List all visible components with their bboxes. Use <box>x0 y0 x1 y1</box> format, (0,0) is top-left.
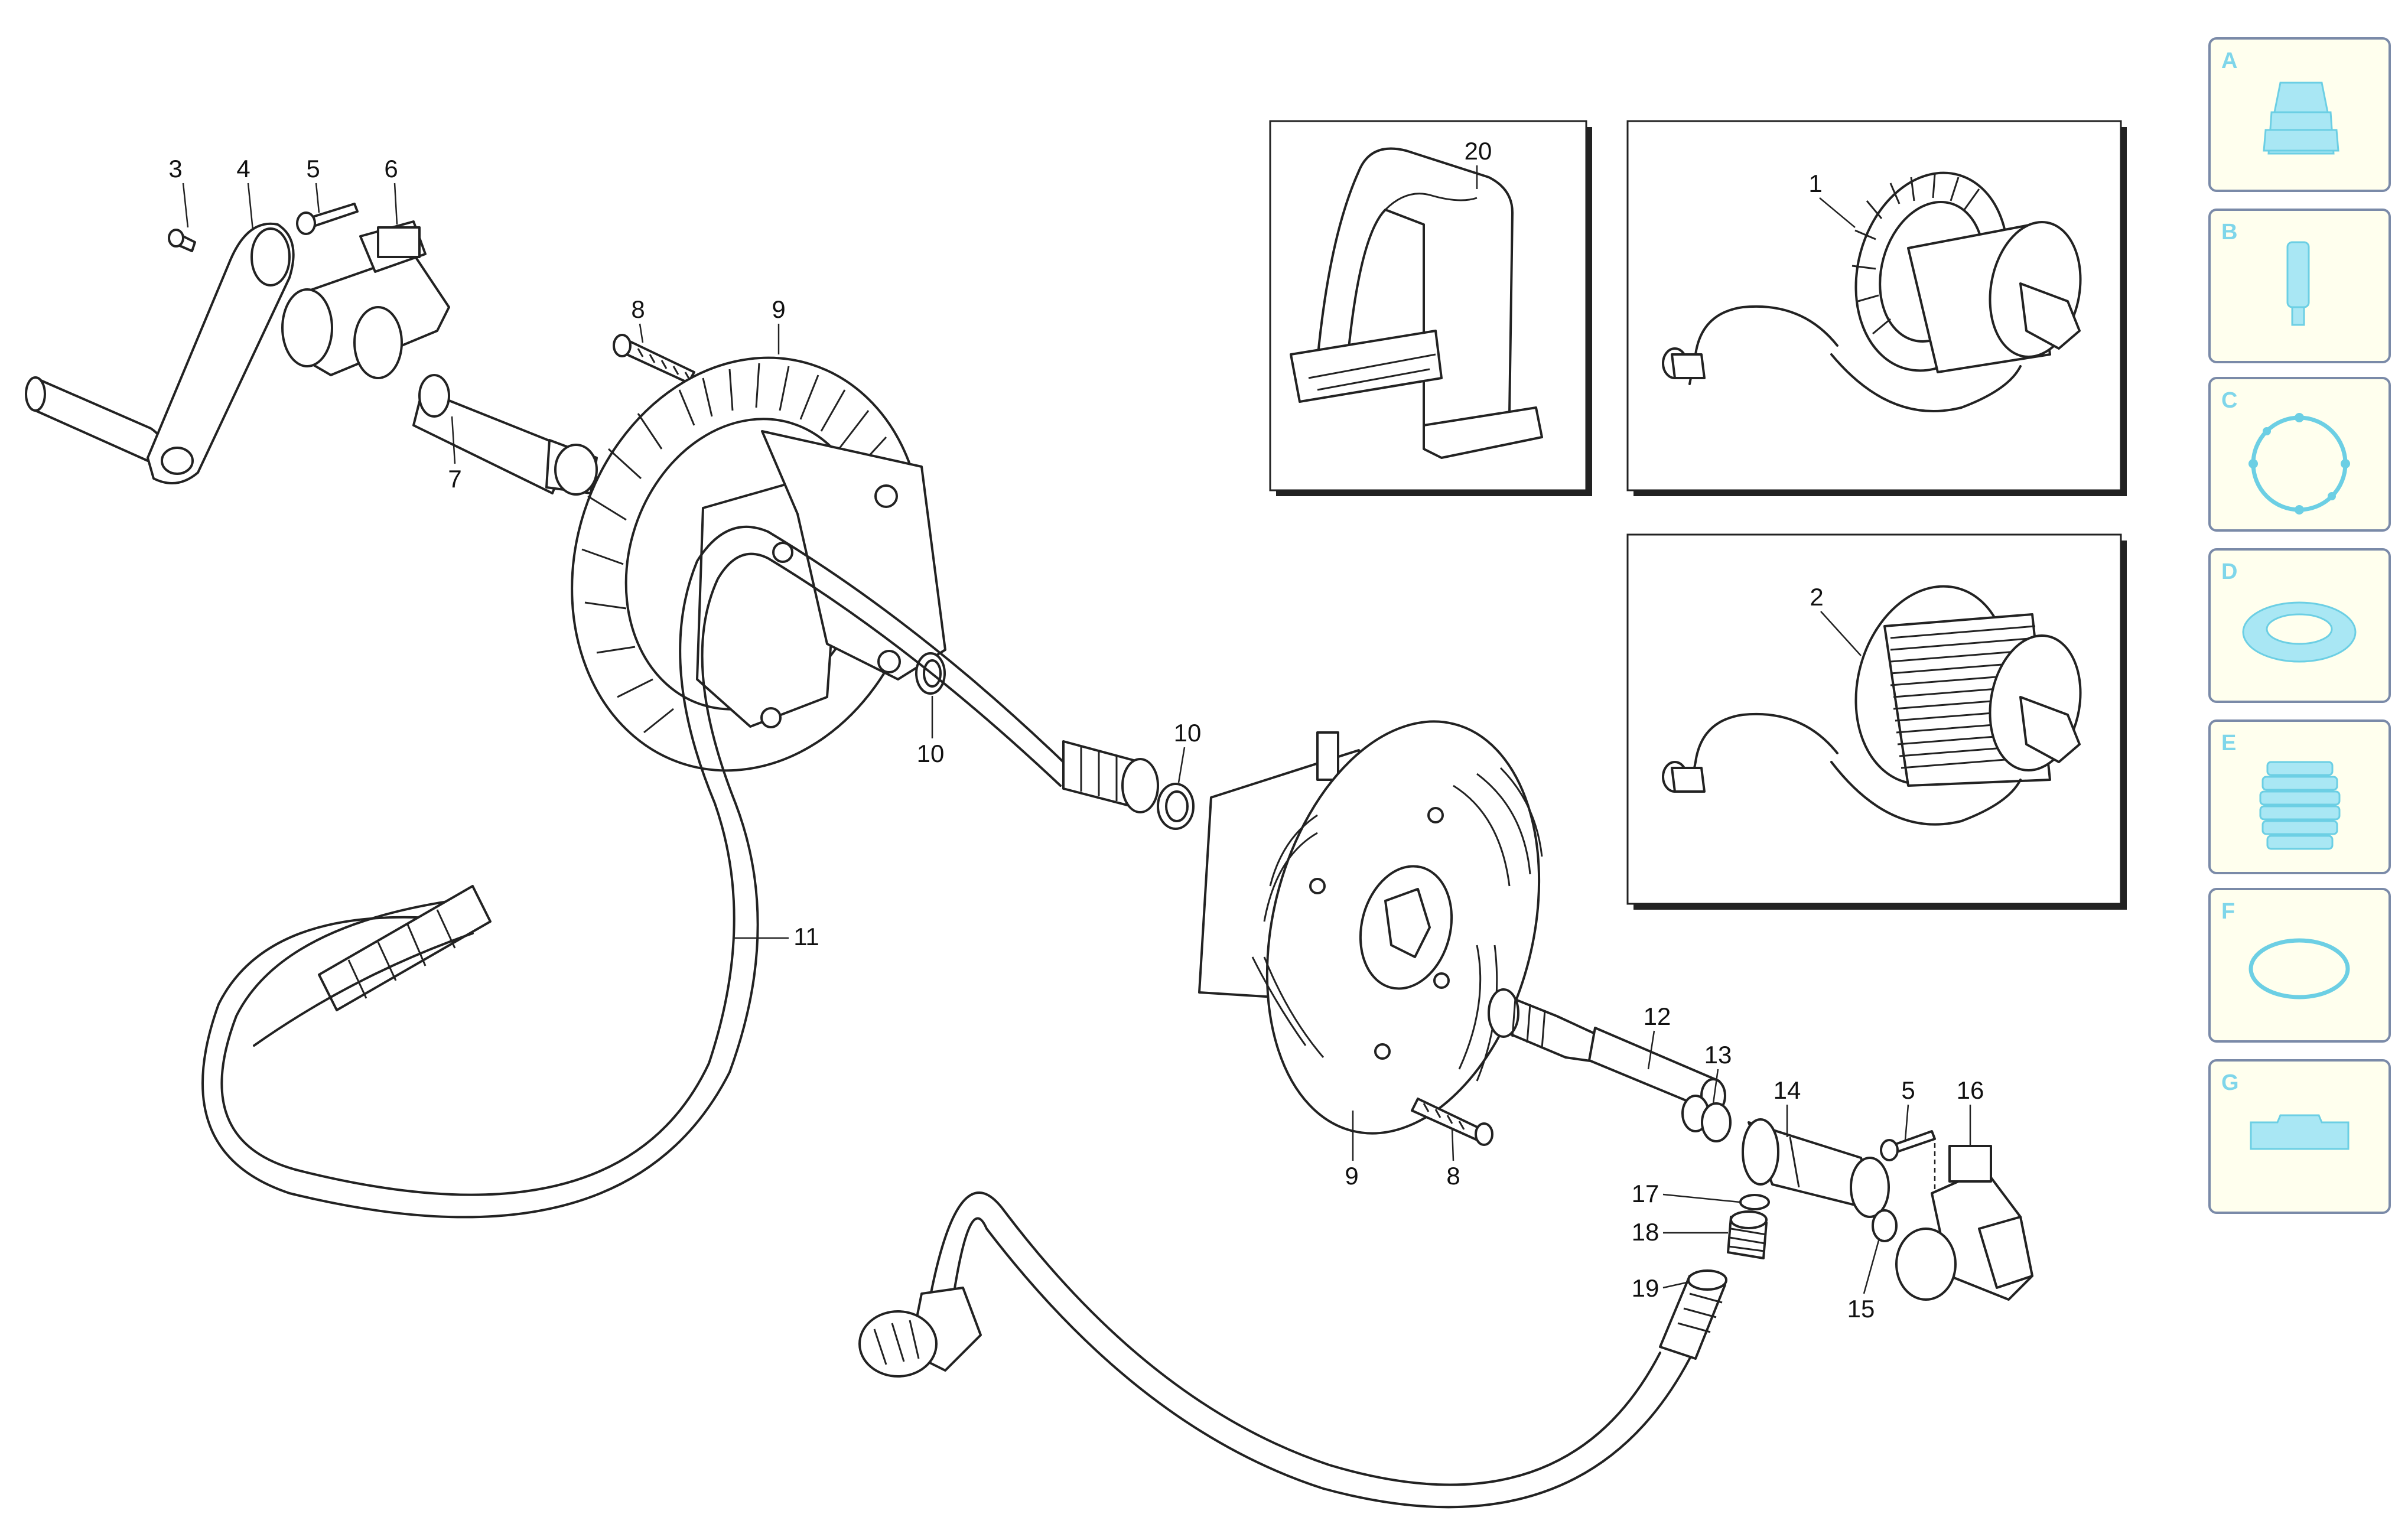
callout-11: 11 <box>793 923 819 950</box>
category-g-letter: G <box>2221 1070 2239 1095</box>
crank-handle[interactable] <box>25 222 295 484</box>
callout-8-top: 8 <box>631 295 645 323</box>
washer-part-10-right[interactable] <box>1157 783 1195 830</box>
category-a-button[interactable]: A <box>2208 37 2391 192</box>
clamp-bracket-bottom[interactable] <box>1895 1145 2033 1301</box>
callout-5-top: 5 <box>306 155 320 183</box>
category-g-button[interactable]: G <box>2208 1059 2391 1214</box>
connector-pipe[interactable] <box>1488 988 1726 1113</box>
category-a-letter: A <box>2221 48 2237 73</box>
callout-12: 12 <box>1644 1002 1671 1030</box>
category-sidebar: A B C <box>2208 37 2391 1214</box>
category-b-button[interactable]: B <box>2208 209 2391 363</box>
o-ring-icon <box>2248 938 2350 999</box>
clip-bar-icon <box>2250 1114 2350 1150</box>
callout-3: 3 <box>168 155 182 183</box>
wood-screw-bottom[interactable] <box>1411 1098 1493 1146</box>
callout-15: 15 <box>1847 1295 1875 1323</box>
category-d-button[interactable]: D <box>2208 548 2391 703</box>
category-c-button[interactable]: C <box>2208 377 2391 532</box>
ring-part-15[interactable] <box>1872 1209 1898 1242</box>
o-ring-part-13[interactable] <box>1681 1095 1732 1142</box>
callout-1: 1 <box>1808 170 1822 197</box>
callout-10-right: 10 <box>1174 719 1202 747</box>
callout-17: 17 <box>1632 1180 1659 1207</box>
callout-10-left: 10 <box>917 740 945 767</box>
wood-screw-top[interactable] <box>613 334 695 384</box>
callout-4: 4 <box>236 155 250 183</box>
callout-8-bottom: 8 <box>1446 1162 1460 1190</box>
screw-part-5-bottom[interactable] <box>1880 1130 1936 1193</box>
bellows-sleeve-icon <box>2259 761 2341 850</box>
fitting-cap-icon <box>2263 82 2339 155</box>
exploded-view: 3 4 5 6 7 8 9 10 10 11 12 13 14 <box>25 155 2033 1509</box>
callout-7: 7 <box>448 465 461 493</box>
category-d-letter: D <box>2221 559 2237 584</box>
flange-ring-icon <box>2248 413 2350 515</box>
callout-16: 16 <box>1957 1076 1984 1104</box>
inset-part-20[interactable]: 20 <box>1269 120 1592 496</box>
reel-drum-rear[interactable] <box>519 312 975 816</box>
hose-coupling-nut[interactable] <box>1062 740 1159 813</box>
callout-18: 18 <box>1632 1218 1659 1246</box>
stand-frame <box>1290 147 1543 459</box>
category-f-letter: F <box>2221 899 2235 924</box>
category-b-letter: B <box>2221 220 2237 245</box>
inset-part-1[interactable]: 1 <box>1626 120 2127 496</box>
reel-drum-front[interactable] <box>1198 692 1580 1162</box>
supply-hose[interactable] <box>201 525 1065 1219</box>
outlet-hose[interactable] <box>858 1191 1727 1509</box>
reel-assembly-with-hose <box>1662 585 2082 826</box>
callout-19: 19 <box>1632 1274 1659 1302</box>
clamp-bracket-top[interactable] <box>281 220 450 379</box>
category-e-button[interactable]: E <box>2208 719 2391 874</box>
seal-part-17[interactable] <box>1739 1194 1770 1210</box>
callout-20: 20 <box>1465 137 1492 165</box>
callout-6: 6 <box>384 155 398 183</box>
inset-part-2[interactable]: 2 <box>1626 533 2127 910</box>
screw-part-3[interactable] <box>168 229 196 252</box>
screw-part-5-top[interactable] <box>296 203 359 235</box>
threaded-nipple[interactable] <box>1727 1210 1768 1259</box>
category-f-button[interactable]: F <box>2208 888 2391 1043</box>
callout-5-bottom: 5 <box>1901 1076 1915 1104</box>
reel-assembly-empty <box>1662 171 2082 412</box>
axle-shaft[interactable] <box>412 374 598 496</box>
pin-icon <box>2286 241 2310 326</box>
callout-13: 13 <box>1704 1041 1732 1069</box>
callout-9-top: 9 <box>772 295 785 323</box>
callout-labels: 3 4 5 6 7 8 9 10 10 11 12 13 14 <box>168 155 1984 1323</box>
sleeve-part-14[interactable] <box>1742 1118 1890 1218</box>
callout-2: 2 <box>1810 583 1823 611</box>
category-e-letter: E <box>2221 731 2236 756</box>
category-c-letter: C <box>2221 388 2237 413</box>
flat-washer-icon <box>2242 601 2357 663</box>
callout-14: 14 <box>1774 1076 1801 1104</box>
callout-9-bottom: 9 <box>1345 1162 1358 1190</box>
